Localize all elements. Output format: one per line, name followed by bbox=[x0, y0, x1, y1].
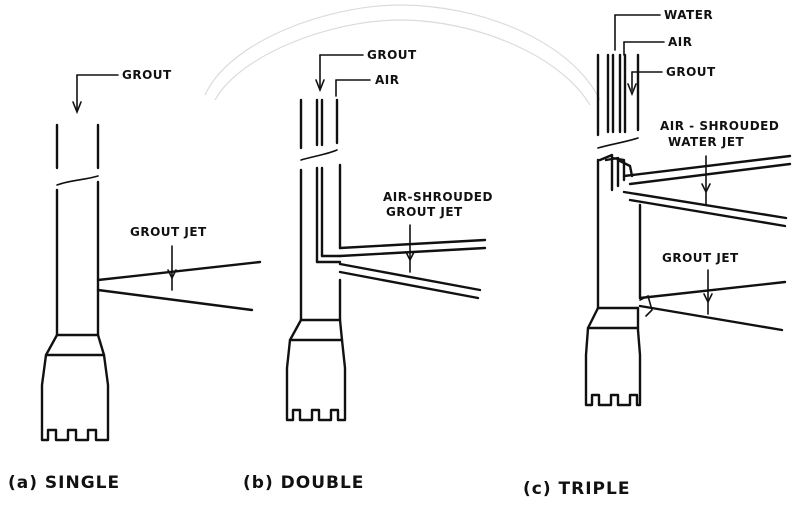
single-jet-label: GROUT JET bbox=[130, 225, 207, 239]
single-system-rod bbox=[40, 123, 110, 442]
triple-grout-jet bbox=[638, 269, 787, 332]
triple-grout-label: GROUT bbox=[666, 65, 716, 79]
caption-double: (b) DOUBLE bbox=[243, 473, 364, 493]
single-grout-leader bbox=[72, 74, 119, 115]
watermark-seal bbox=[204, 4, 601, 106]
double-leaders bbox=[315, 54, 371, 97]
triple-gjet-label: GROUT JET bbox=[662, 251, 739, 265]
double-jet-label-line1: AIR-SHROUDED bbox=[383, 190, 493, 204]
triple-wjet-label-line2: WATER JET bbox=[668, 135, 745, 149]
caption-triple: (c) TRIPLE bbox=[523, 479, 630, 499]
single-grout-label: GROUT bbox=[122, 68, 172, 82]
triple-wjet-label-line1: AIR - SHROUDED bbox=[660, 119, 779, 133]
triple-water-label: WATER bbox=[664, 8, 713, 22]
double-air-shrouded-jet bbox=[315, 224, 487, 300]
triple-air-label: AIR bbox=[668, 35, 693, 49]
double-grout-label: GROUT bbox=[367, 48, 417, 62]
double-air-label: AIR bbox=[375, 73, 400, 87]
triple-air-shrouded-water-jet bbox=[622, 154, 792, 228]
triple-leaders bbox=[614, 14, 665, 97]
triple-system-rod bbox=[584, 53, 642, 407]
caption-single: (a) SINGLE bbox=[8, 473, 120, 493]
double-system-rod bbox=[285, 98, 347, 422]
double-jet-label-line2: GROUT JET bbox=[386, 205, 463, 219]
single-grout-jet bbox=[96, 245, 262, 312]
